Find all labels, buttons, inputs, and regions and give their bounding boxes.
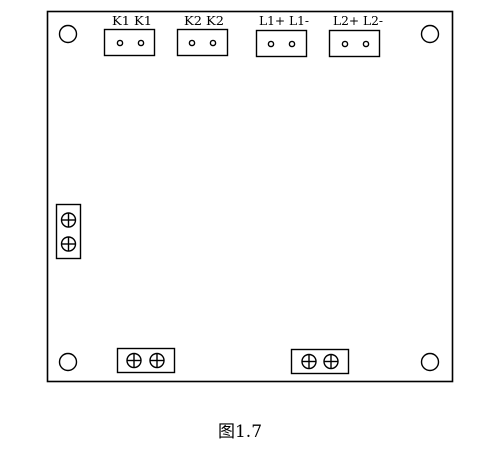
pin-icon [137,39,145,47]
mounting-hole-icon [420,24,440,44]
screw-terminal-icon [126,352,142,369]
screw-terminal-icon [323,353,339,370]
screw-terminal-icon [60,236,77,252]
figure-caption: 图1.7 [218,422,262,442]
screw-terminal-icon [60,212,77,228]
screw-terminal-icon [149,352,165,369]
connector-l2 [328,29,381,58]
connector-label-k2: K2 K2 [184,14,224,28]
terminal-block-left [55,203,82,260]
pin-icon [267,40,275,48]
connector-l1 [255,29,308,58]
board-outline [46,10,454,383]
mounting-hole-icon [58,24,78,44]
mounting-hole-icon [58,352,78,372]
connector-k2 [176,28,229,57]
screw-terminal-icon [301,353,317,370]
terminal-block-bottom-left [116,347,176,374]
pin-icon [116,39,124,47]
mounting-holes [58,24,440,372]
pin-icon [188,39,196,47]
connector-label-l2: L2+ L2- [333,14,383,28]
mounting-hole-icon [420,352,440,372]
connector-k1 [103,28,156,57]
pin-icon [209,39,217,47]
connector-label-l1: L1+ L1- [259,14,309,28]
pin-icon [362,40,370,48]
pin-icon [341,40,349,48]
connector-label-k1: K1 K1 [112,14,152,28]
pin-icon [288,40,296,48]
terminal-block-bottom-right [290,348,350,375]
